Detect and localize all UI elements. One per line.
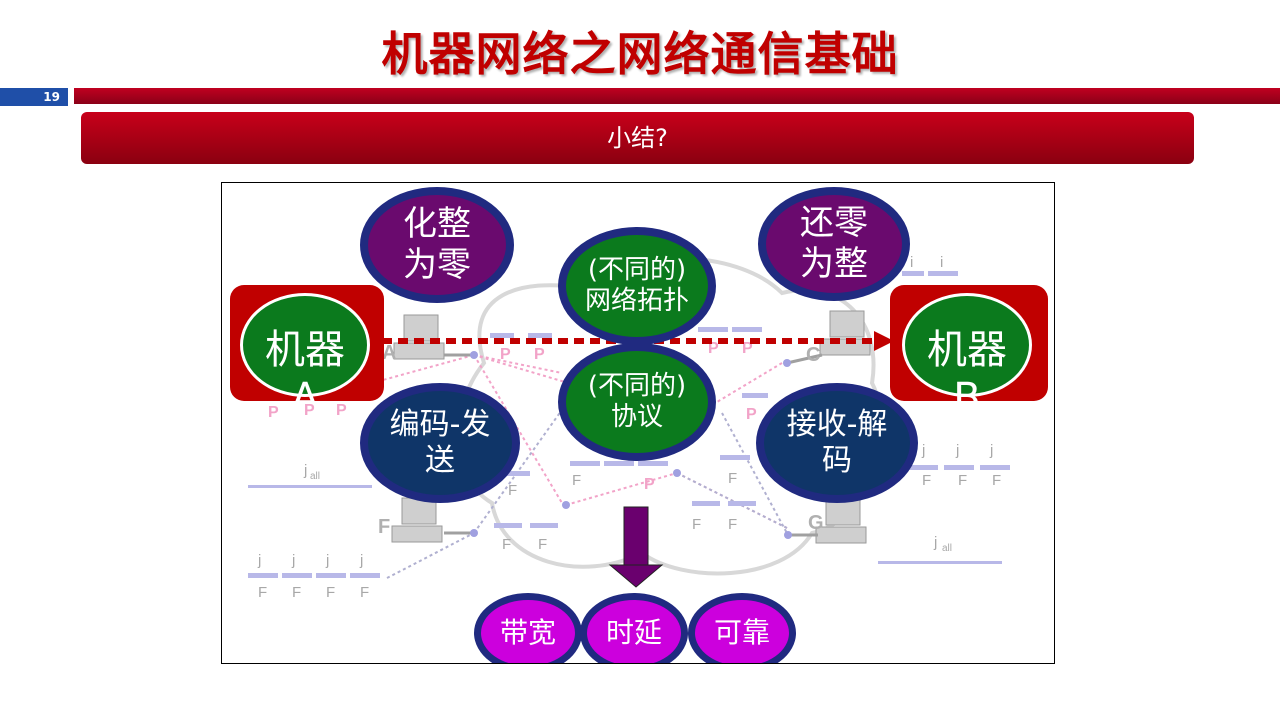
svg-text:j: j xyxy=(933,534,937,551)
svg-text:F: F xyxy=(992,472,1001,489)
svg-text:F: F xyxy=(502,536,511,553)
router-dots xyxy=(470,351,792,539)
link-c xyxy=(786,353,823,365)
svg-text:P: P xyxy=(268,404,279,421)
svg-text:P: P xyxy=(304,402,315,419)
protocol-ellipse: (不同的) 协议 xyxy=(558,343,716,461)
svg-text:F: F xyxy=(922,472,931,489)
node-label-a: A xyxy=(382,342,396,364)
packet-bars xyxy=(248,271,1010,578)
svg-text:j: j xyxy=(257,552,261,569)
svg-text:j: j xyxy=(989,442,993,459)
svg-text:F: F xyxy=(538,536,547,553)
svg-text:j: j xyxy=(325,552,329,569)
computer-f xyxy=(391,497,443,543)
down-arrow-shaft xyxy=(623,506,649,566)
svg-text:j: j xyxy=(359,552,363,569)
section-title: 小结? xyxy=(81,112,1194,164)
svg-text:F: F xyxy=(958,472,967,489)
svg-text:F: F xyxy=(360,584,369,601)
svg-text:P: P xyxy=(534,346,545,363)
svg-text:j: j xyxy=(303,462,307,479)
computer-c xyxy=(819,310,871,356)
svg-text:F: F xyxy=(728,516,737,533)
svg-text:P: P xyxy=(746,406,757,423)
svg-text:P: P xyxy=(742,340,753,357)
machine-a-label: 机器 A xyxy=(240,293,370,401)
svg-text:F: F xyxy=(508,482,517,499)
svg-text:P: P xyxy=(644,476,655,493)
receive-decode-ellipse: 接收-解 码 xyxy=(756,383,918,503)
svg-text:P: P xyxy=(500,346,511,363)
node-label-f: F xyxy=(378,516,390,538)
svg-text:j: j xyxy=(955,442,959,459)
merge-ellipse: 还零 为整 xyxy=(758,187,910,301)
svg-text:i: i xyxy=(910,254,913,271)
svg-text:F: F xyxy=(692,516,701,533)
node-label-c: C xyxy=(806,344,820,366)
page-title: 机器网络之网络通信基础 xyxy=(381,27,899,81)
metric-latency: 时延 xyxy=(580,593,688,663)
svg-text:j: j xyxy=(291,552,295,569)
computer-a xyxy=(393,314,445,360)
machine-b-label: 机器 B xyxy=(902,293,1032,401)
svg-text:i: i xyxy=(940,254,943,271)
flow-arrow-head xyxy=(874,331,894,351)
header-divider xyxy=(74,88,1280,104)
down-arrow-head xyxy=(608,564,664,588)
gray-links xyxy=(386,392,789,579)
computer-g xyxy=(815,498,867,544)
page-number: 19 xyxy=(0,88,68,106)
split-ellipse: 化整 为零 xyxy=(360,187,514,303)
svg-text:F: F xyxy=(258,584,267,601)
svg-text:P: P xyxy=(708,340,719,357)
machine-b-box: 机器 B xyxy=(890,285,1048,401)
metric-reliability: 可靠 xyxy=(688,593,796,663)
svg-text:P: P xyxy=(336,402,347,419)
svg-text:j: j xyxy=(921,442,925,459)
metric-bandwidth: 带宽 xyxy=(474,593,582,663)
svg-text:all: all xyxy=(942,543,952,554)
pink-packet-labels: P P P P P P P P P xyxy=(268,340,757,493)
svg-text:all: all xyxy=(310,471,320,482)
encode-send-ellipse: 编码-发 送 xyxy=(360,383,520,503)
topology-ellipse: (不同的) 网络拓扑 xyxy=(558,227,716,345)
svg-text:F: F xyxy=(292,584,301,601)
svg-text:F: F xyxy=(728,470,737,487)
svg-text:F: F xyxy=(326,584,335,601)
svg-text:F: F xyxy=(572,472,581,489)
machine-a-box: 机器 A xyxy=(230,285,384,401)
node-label-g: G xyxy=(808,512,824,534)
